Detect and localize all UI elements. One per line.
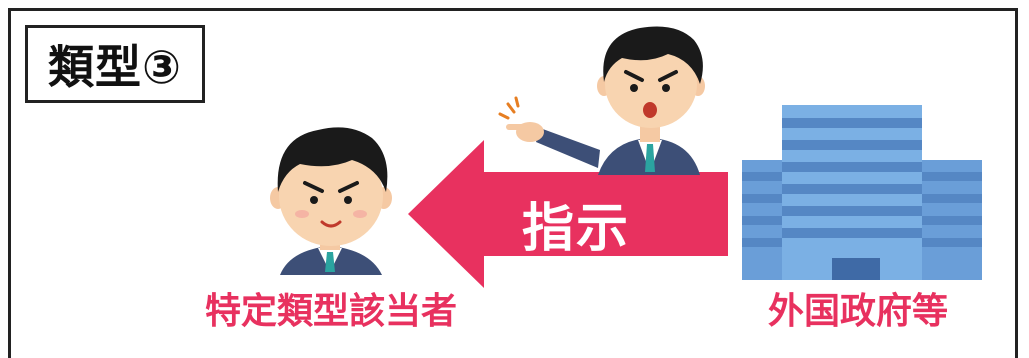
diagram-frame <box>8 8 1018 358</box>
target-person-label: 特定類型該当者 <box>205 291 458 332</box>
government-building-icon <box>742 105 982 280</box>
instruction-arrow-label: 指示 <box>522 199 631 259</box>
arrow-left-icon <box>408 140 728 288</box>
foreign-government-label: 外国政府等 <box>768 291 949 332</box>
type-label-box: 類型③ <box>25 25 205 103</box>
type-label: 類型③ <box>48 40 182 94</box>
person-icon <box>270 127 392 275</box>
diagram-scene <box>270 26 982 288</box>
pointing-official-icon <box>498 26 705 175</box>
